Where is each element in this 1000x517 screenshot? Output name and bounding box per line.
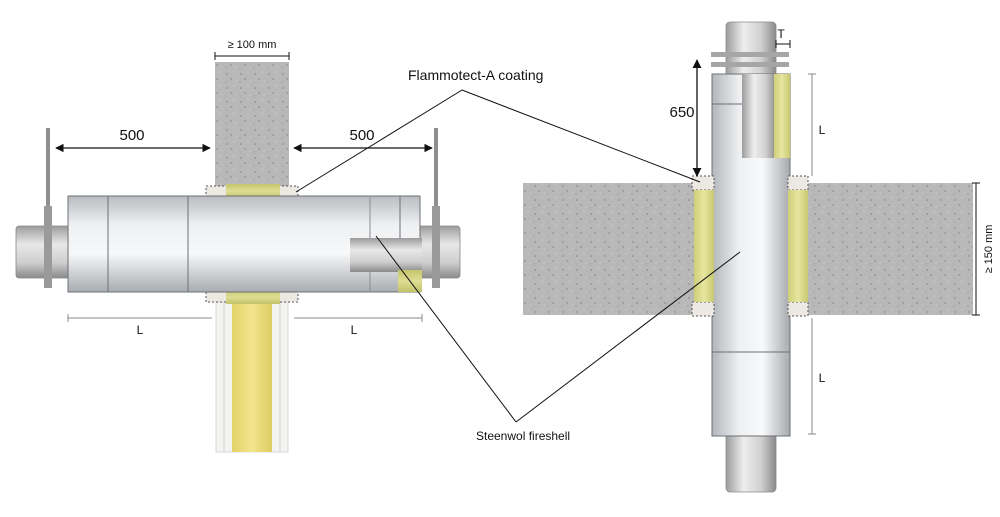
dim-500-right-label: 500 <box>349 127 374 144</box>
mineral-wool-bottom-left <box>226 290 280 304</box>
flange-upper <box>711 52 789 57</box>
concrete-slab-left <box>523 183 698 315</box>
length-left-label: L <box>137 323 144 337</box>
coating-leader-right <box>461 89 701 183</box>
length-bottom-label: L <box>819 371 826 385</box>
hanger-left <box>44 128 52 288</box>
mineral-wool-right-right <box>788 190 808 302</box>
mineral-wool-right-left <box>694 190 714 302</box>
mineral-wool-top-left <box>226 184 280 198</box>
concrete-slab-right <box>805 183 973 315</box>
fireshell-callout-label: Steenwol fireshell <box>476 429 570 443</box>
sealant-bottom-right-left <box>691 301 715 317</box>
coating-callout-label: Flammotect-A coating <box>408 67 543 83</box>
right-view: T 650 L L ≥ 150 mm <box>523 21 995 493</box>
hanger-right <box>432 128 440 288</box>
fireshell-leader-right <box>515 251 741 423</box>
concrete-wall-top <box>215 62 289 190</box>
insulation-thickness-label: T <box>777 27 785 41</box>
length-top-label: L <box>819 123 826 137</box>
callouts: Flammotect-A coating Steenwol fireshell <box>295 67 741 443</box>
flange-lower <box>711 62 789 67</box>
coating-leader-left <box>295 89 463 193</box>
sealant-bottom-right-right <box>787 301 809 317</box>
sealant-top-right-right <box>787 175 809 191</box>
dim-500-left-label: 500 <box>119 127 144 144</box>
slab-thickness-label: ≥ 150 mm <box>983 225 995 274</box>
partition-wall-bottom <box>215 301 289 453</box>
wall-width-label: ≥ 100 mm <box>228 39 277 51</box>
fireshell-leader-left <box>375 235 517 423</box>
left-view: ≥ 100 mm 500 500 L L <box>15 39 461 453</box>
length-right-label: L <box>351 323 358 337</box>
dim-650-label: 650 <box>669 104 694 121</box>
sealant-top-right-left <box>691 175 715 191</box>
